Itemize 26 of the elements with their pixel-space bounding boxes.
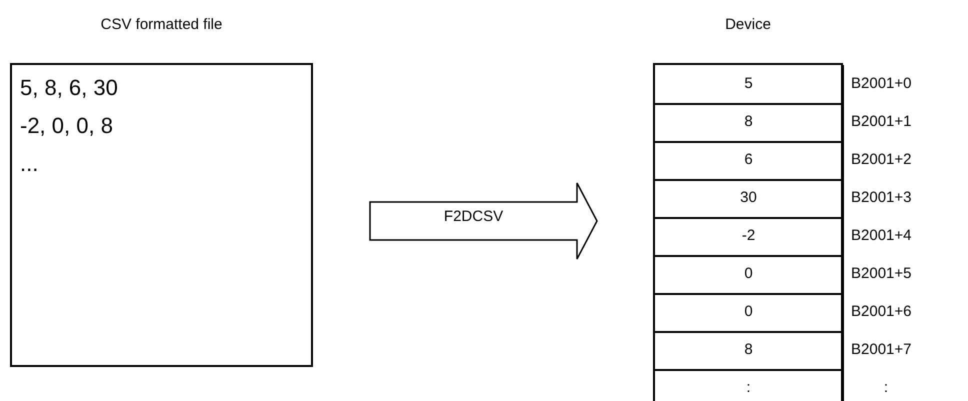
address-label: B2001+2 [851, 150, 912, 170]
edge-label: F2DCSV [442, 207, 504, 227]
block-arrow [369, 182, 598, 260]
file-box [10, 63, 313, 367]
address-label: B2001+4 [851, 226, 912, 246]
address-label: B2001+5 [851, 264, 912, 284]
address-label: B2001+0 [851, 74, 912, 94]
address-label: B2001+7 [851, 340, 912, 360]
heading: Device [724, 15, 772, 35]
heading: CSV formatted file [100, 15, 224, 35]
register-cell: 0 [653, 255, 844, 295]
register-cell: 0 [653, 293, 844, 333]
register-column [653, 63, 843, 401]
csv-line: -2, 0, 0, 8 [20, 115, 113, 137]
address-label: B2001+1 [851, 112, 912, 132]
register-cell: 6 [653, 141, 844, 181]
register-cell: 30 [653, 179, 844, 219]
register-cell: -2 [653, 217, 844, 257]
address-label: B2001+3 [851, 188, 912, 208]
register-cell: 5 [653, 65, 844, 105]
address-label: B2001+6 [851, 302, 912, 322]
address-label: : [882, 378, 890, 398]
csv-line: ... [20, 153, 38, 175]
csv-line: 5, 8, 6, 30 [20, 77, 118, 99]
register-cell: 8 [653, 103, 844, 143]
register-cell: 8 [653, 331, 844, 371]
